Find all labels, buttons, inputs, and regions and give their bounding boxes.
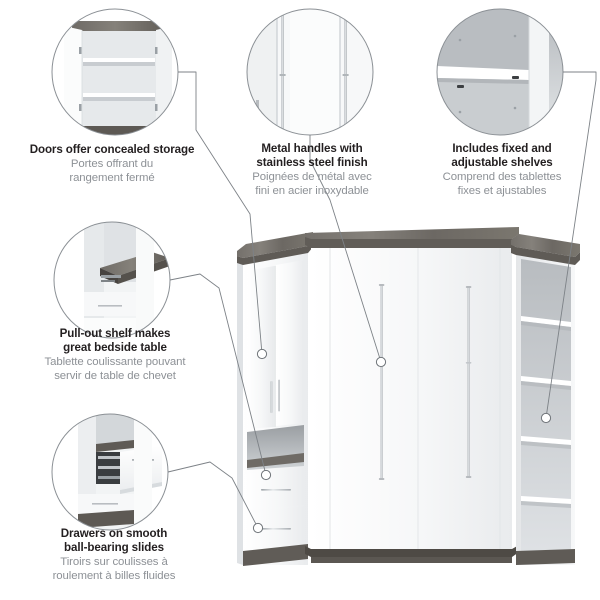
leader-lines (167, 71, 597, 529)
inset-open-drawer (52, 414, 168, 530)
inset-open-cabinet (52, 9, 178, 135)
inset-pullout-shelf (54, 222, 170, 338)
caption-shelves-fr: Comprend des tablettes fixes et ajustabl… (442, 171, 562, 198)
bed-handle-right (465, 286, 472, 478)
caption-doors-en: Doors offer concealed storage (29, 143, 195, 156)
callout-caption-drawers: Drawers on smooth ball-bearing slides Ti… (14, 527, 214, 584)
callout-caption-handles: Metal handles with stainless steel finis… (232, 142, 392, 199)
caption-drawers-fr: Tiroirs sur coulisses à roulement à bill… (52, 556, 176, 583)
callout-caption-shelves: Includes fixed and adjustable shelves Co… (418, 142, 586, 199)
caption-handles-en: Metal handles with stainless steel finis… (256, 142, 368, 170)
callout-caption-doors: Doors offer concealed storage Portes off… (6, 143, 218, 186)
caption-drawers-en: Drawers on smooth ball-bearing slides (60, 527, 168, 555)
callout-dots (252, 348, 552, 534)
caption-pullout-fr: Tablette coulissante pouvant servir de t… (44, 356, 186, 383)
callout-caption-pullout: Pull-out shelf makes great bedside table… (20, 327, 210, 384)
caption-pullout-en: Pull-out shelf makes great bedside table (59, 327, 171, 355)
caption-handles-fr: Poignées de métal avec fini en acier ino… (252, 171, 372, 198)
caption-doors-fr: Portes offrant du rangement fermé (69, 158, 155, 185)
caption-shelves-en: Includes fixed and adjustable shelves (451, 142, 553, 170)
